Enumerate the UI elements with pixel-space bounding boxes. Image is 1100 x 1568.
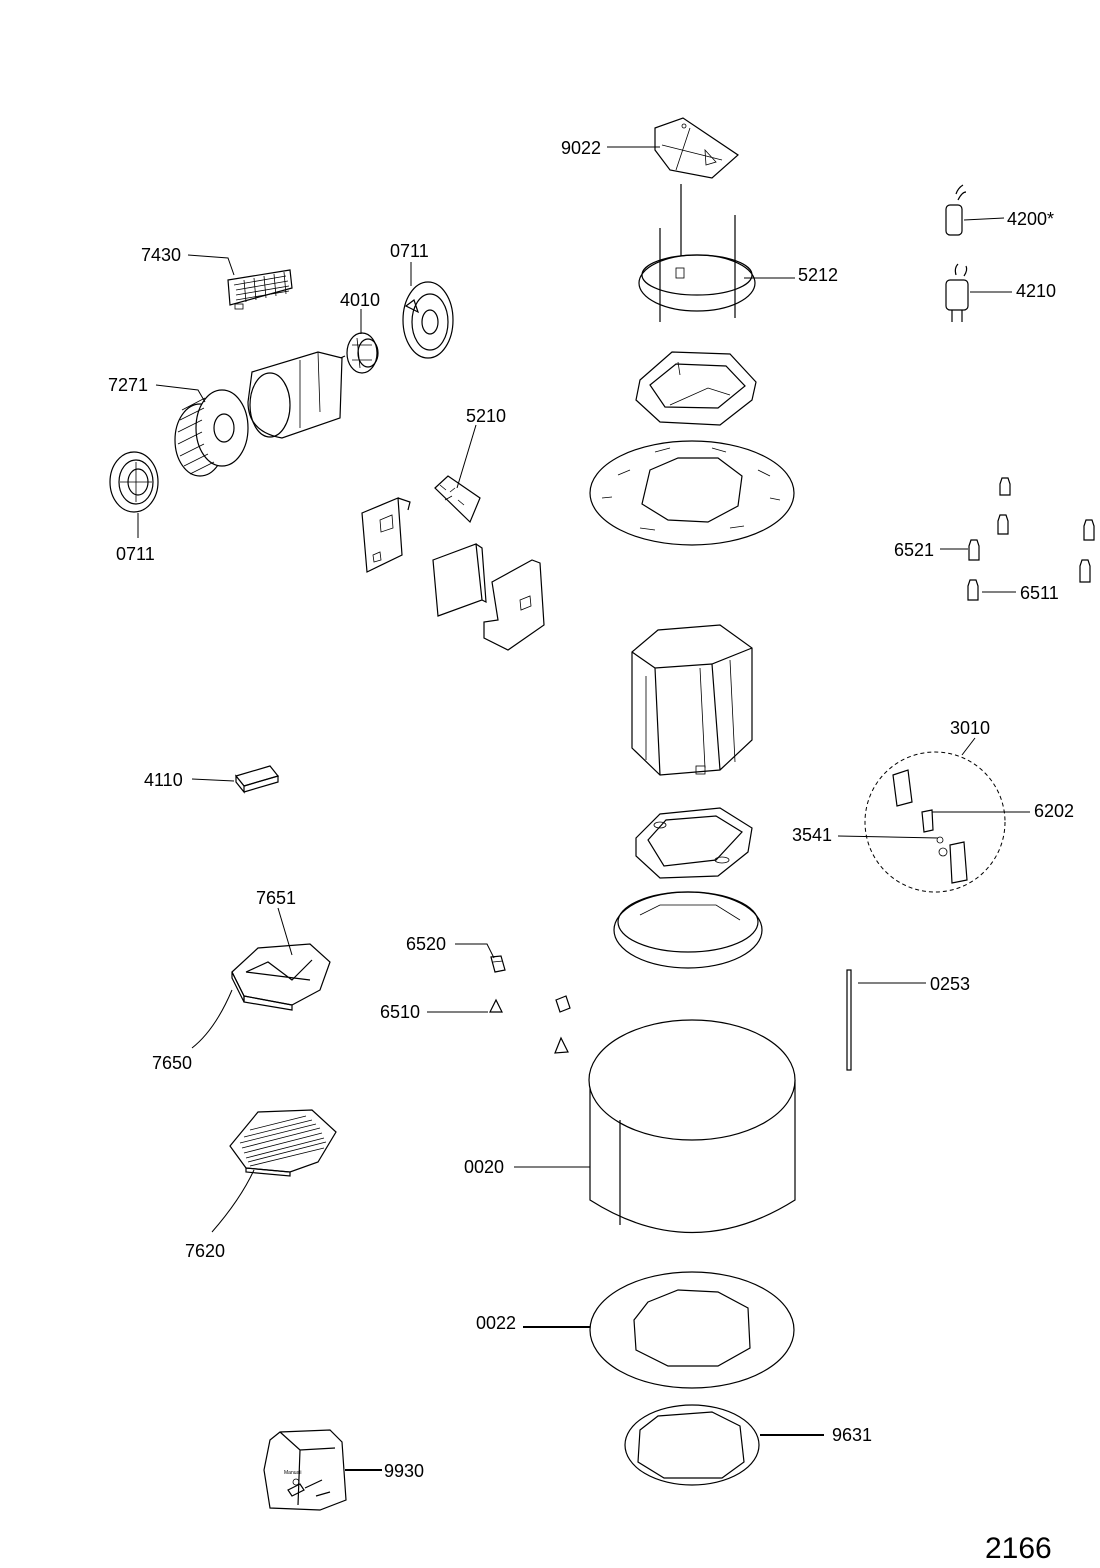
- label-7651: 7651: [256, 888, 296, 908]
- label-7620: 7620: [185, 1241, 225, 1261]
- part-6521-6511-spacers: [967, 477, 1095, 601]
- part-6520-6510-clips: [489, 955, 571, 1054]
- leader-4200: [963, 217, 1005, 221]
- label-3010: 3010: [950, 718, 990, 738]
- label-0711-top: 0711: [390, 241, 429, 261]
- label-0022: 0022: [476, 1313, 516, 1333]
- label-0253: 0253: [930, 974, 970, 994]
- label-0020: 0020: [464, 1157, 504, 1177]
- part-electronics-housing: [432, 543, 487, 617]
- leader-3541: [837, 835, 939, 839]
- part-7620-carbon-filter: [229, 1109, 337, 1177]
- label-5210: 5210: [466, 406, 506, 426]
- part-0253-rod: [846, 969, 852, 1071]
- part-4110-transformer: [234, 765, 280, 794]
- part-octagonal-frame: [631, 624, 753, 776]
- label-7650: 7650: [152, 1053, 192, 1073]
- bag-print: Manuali: [284, 1470, 302, 1476]
- part-5210-pcb: [434, 475, 481, 524]
- label-6510: 6510: [380, 1002, 420, 1022]
- part-7650-filter: [231, 943, 331, 1011]
- part-4010-motor: [335, 332, 379, 374]
- label-4010: 4010: [340, 290, 380, 310]
- part-7430-grille: [227, 269, 293, 310]
- part-0022-base-plate: [589, 1271, 795, 1389]
- part-9631-octagon-ring: [624, 1404, 760, 1486]
- leader-7620: [211, 1169, 255, 1233]
- part-9930-accessory-bag: Manuali: [263, 1429, 347, 1511]
- label-6202: 6202: [1034, 801, 1074, 821]
- label-5212: 5212: [798, 265, 838, 285]
- leader-5210: [456, 424, 477, 489]
- label-6511: 6511: [1020, 583, 1059, 603]
- part-0711-fan-grille: [109, 451, 159, 513]
- label-0711-bottom: 0711: [116, 544, 155, 564]
- leader-3010: [961, 737, 976, 756]
- label-9022: 9022: [561, 138, 601, 158]
- part-electronics-cover: [483, 559, 545, 651]
- part-large-ring-plate: [589, 440, 795, 546]
- label-9631: 9631: [832, 1425, 872, 1445]
- page-number: 2166: [985, 1532, 1052, 1563]
- part-5212-ring-adapter: [638, 215, 756, 322]
- part-trim-ring: [613, 891, 763, 969]
- label-9930: 9930: [384, 1461, 424, 1481]
- label-6520: 6520: [406, 934, 446, 954]
- label-4110: 4110: [144, 770, 183, 790]
- leader-7651: [277, 907, 293, 956]
- part-7271-fan-wheel: [174, 389, 249, 477]
- leader-6520: [455, 943, 495, 959]
- part-3010-lamp-group: [864, 751, 1006, 893]
- part-0711-motor-cover: [402, 281, 454, 359]
- part-control-box-bracket: [361, 497, 411, 573]
- part-4210-capacitor: [945, 263, 969, 322]
- label-4200: 4200*: [1007, 209, 1054, 229]
- label-7430: 7430: [141, 245, 181, 265]
- part-0020-chimney-cylinder: [588, 1019, 796, 1234]
- part-octagonal-plate-top: [635, 351, 757, 426]
- label-3541: 3541: [792, 825, 832, 845]
- label-6521: 6521: [894, 540, 934, 560]
- part-octagonal-plate-lower: [635, 807, 753, 879]
- leader-4110: [191, 778, 235, 782]
- part-motor-housing: [247, 351, 343, 439]
- part-4200-capacitor: [945, 184, 967, 236]
- leader-7430: [187, 254, 235, 276]
- leader-7650: [191, 989, 233, 1049]
- label-4210: 4210: [1016, 281, 1056, 301]
- label-7271: 7271: [108, 375, 148, 395]
- part-9022-mounting-bracket: [654, 117, 739, 268]
- leader-7271: [155, 384, 206, 403]
